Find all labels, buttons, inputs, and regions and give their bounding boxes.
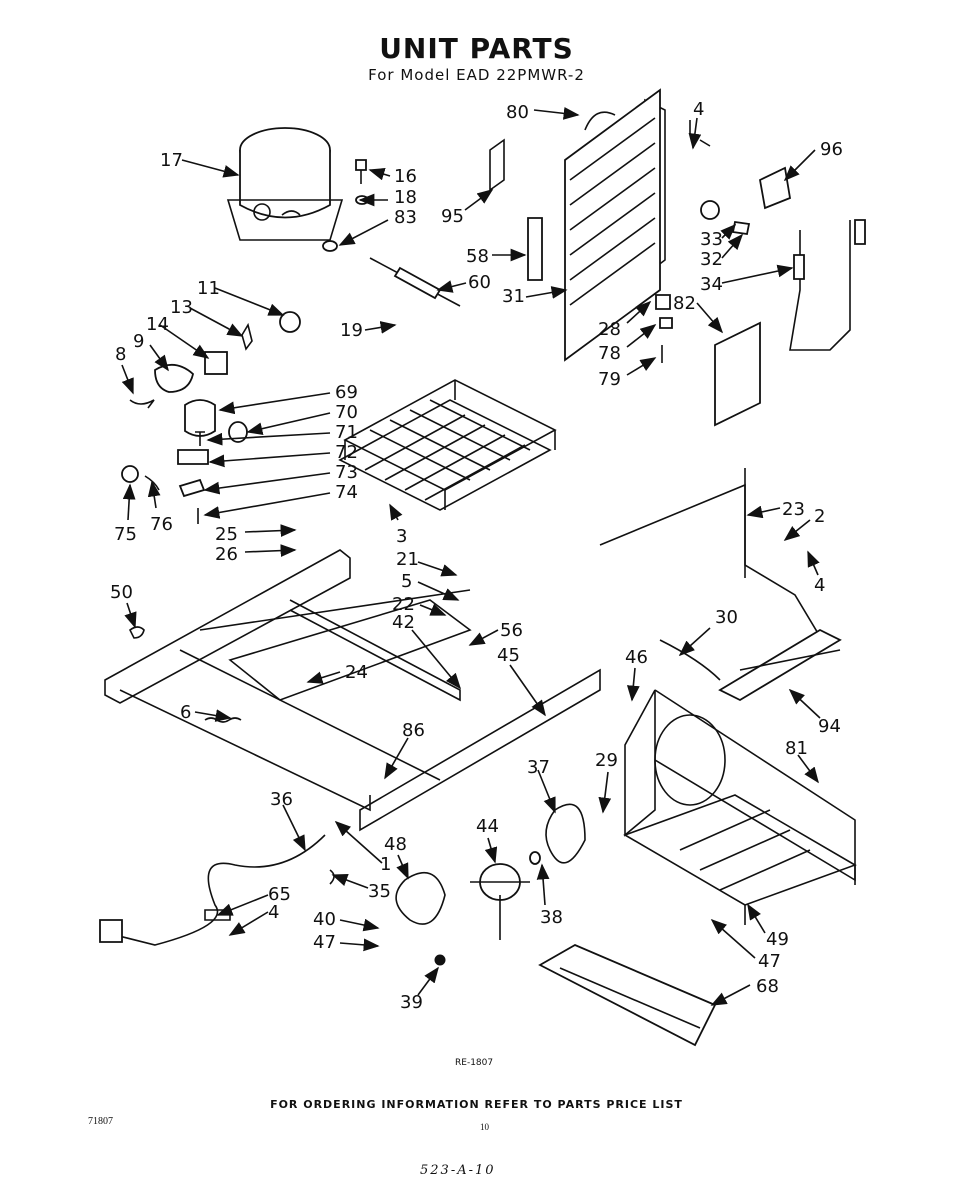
part-number-label: 37 [527, 757, 550, 778]
drier-and-tubing-drawing [369, 138, 866, 351]
part-number-label: 70 [335, 402, 358, 423]
part-number-label: 95 [441, 206, 464, 227]
part-number-label: 86 [402, 720, 425, 741]
fan-bracket-drawing [623, 689, 857, 925]
part-number-label: 13 [170, 297, 193, 318]
part-number-label: 46 [625, 647, 648, 668]
part-number-label: 83 [394, 207, 417, 228]
part-number-label: 32 [700, 249, 723, 270]
compressor-drawing [226, 127, 344, 241]
part-number-label: 2 [814, 506, 825, 527]
part-number-label: 68 [756, 976, 779, 997]
part-number-label: 28 [598, 319, 621, 340]
part-number-label: 58 [466, 246, 489, 267]
part-number-label: 80 [506, 102, 529, 123]
defrost-parts-drawing [655, 120, 792, 427]
base-frame-drawing [104, 549, 601, 832]
part-number-label: 24 [345, 662, 368, 683]
part-number-label: 5 [401, 571, 412, 592]
capacitor-drawing [121, 399, 248, 524]
part-number-label: 42 [392, 612, 415, 633]
part-number-label: 1 [380, 854, 391, 875]
leader-arrows [121, 107, 821, 1006]
part-number-label: 4 [814, 575, 825, 596]
part-number-label: 4 [693, 99, 704, 120]
part-number-label: 23 [782, 499, 805, 520]
part-number-label: 73 [335, 462, 358, 483]
part-number-label: 11 [197, 278, 220, 299]
part-number-label: 36 [270, 789, 293, 810]
part-number-label: 18 [394, 187, 417, 208]
part-number-label: 35 [368, 881, 391, 902]
relay-overload-drawing [129, 311, 301, 409]
part-number-label: 16 [394, 166, 417, 187]
part-number-label: 60 [468, 272, 491, 293]
part-number-label: 29 [595, 750, 618, 771]
part-number-label: 65 [268, 884, 291, 905]
part-number-label: 45 [497, 645, 520, 666]
ordering-info-note: FOR ORDERING INFORMATION REFER TO PARTS … [270, 1098, 683, 1111]
page-number: 10 [480, 1122, 489, 1132]
part-number-label: 31 [502, 286, 525, 307]
handwritten-code: 523-A-10 [420, 1163, 496, 1178]
part-number-label: 48 [384, 834, 407, 855]
part-number-label: 96 [820, 139, 843, 160]
part-number-label: 75 [114, 524, 137, 545]
part-number-label: 47 [758, 951, 781, 972]
part-number-label: 38 [540, 907, 563, 928]
catalog-number: 71807 [88, 1116, 113, 1127]
part-number-label: 9 [133, 331, 144, 352]
drain-pan-drawing [538, 943, 717, 1047]
part-number-label: 3 [396, 526, 407, 547]
part-number-label: 76 [150, 514, 173, 535]
fan-motor-drawing [395, 803, 586, 966]
part-number-label: 50 [110, 582, 133, 603]
part-number-label: 81 [785, 738, 808, 759]
part-number-label: 72 [335, 442, 358, 463]
condenser-coil-drawing [338, 379, 557, 511]
drawing-id: RE-1807 [455, 1058, 494, 1068]
part-number-label: 39 [400, 992, 423, 1013]
part-number-label: 56 [500, 620, 523, 641]
part-number-label: 82 [673, 293, 696, 314]
part-number-label: 14 [146, 314, 169, 335]
part-number-label: 19 [340, 320, 363, 341]
part-number-label: 34 [700, 274, 723, 295]
part-number-label: 40 [313, 909, 336, 930]
part-number-label: 25 [215, 524, 238, 545]
part-number-label: 26 [215, 544, 238, 565]
evaporator-drawing [564, 88, 666, 362]
part-number-label: 30 [715, 607, 738, 628]
model-subtitle: For Model EAD 22PMWR-2 [368, 66, 585, 84]
part-number-label: 4 [268, 902, 279, 923]
part-number-label: 71 [335, 422, 358, 443]
part-number-label: 94 [818, 716, 841, 737]
part-number-label: 21 [396, 549, 419, 570]
power-cord-drawing [99, 834, 335, 946]
part-number-label: 79 [598, 369, 621, 390]
part-number-label: 74 [335, 482, 358, 503]
condenser-tube-drawing [599, 468, 842, 702]
part-number-label: 17 [160, 150, 183, 171]
part-number-label: 8 [115, 344, 126, 365]
part-number-label: 69 [335, 382, 358, 403]
part-number-label: 47 [313, 932, 336, 953]
part-number-label: 6 [180, 702, 191, 723]
part-number-label: 49 [766, 929, 789, 950]
page-title: UNIT PARTS [379, 32, 574, 65]
part-number-callouts: 80 4 96 17 16 18 83 95 58 60 31 33 32 34… [110, 99, 843, 1013]
part-number-label: 44 [476, 816, 499, 837]
part-number-label: 22 [392, 594, 415, 615]
part-number-label: 33 [700, 229, 723, 250]
part-number-label: 78 [598, 343, 621, 364]
